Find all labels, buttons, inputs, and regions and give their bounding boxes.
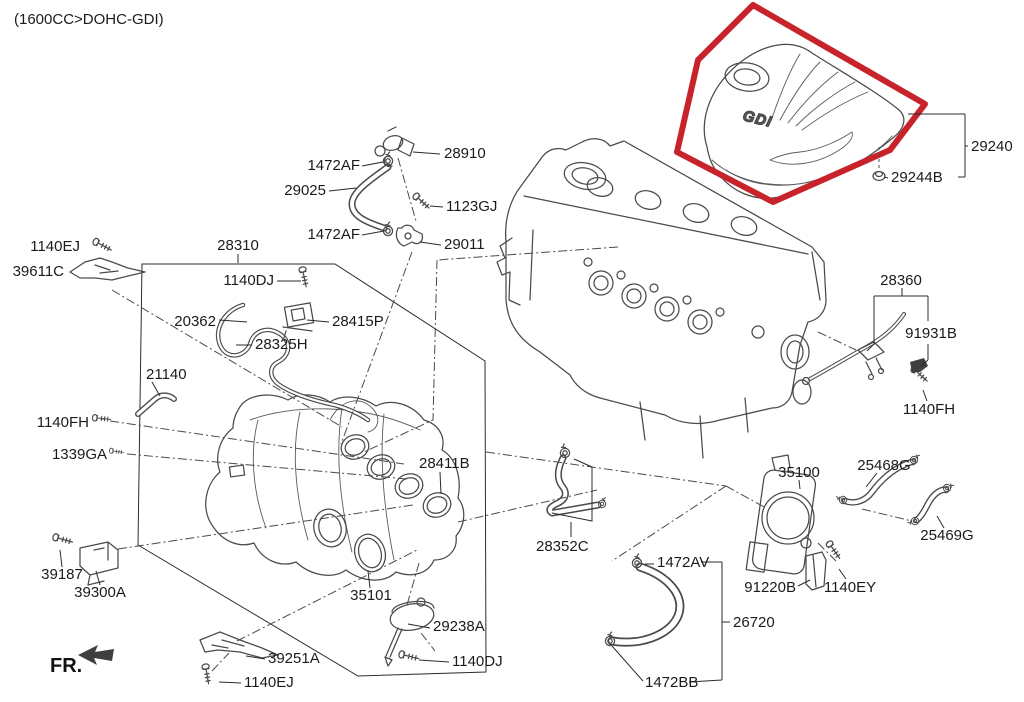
part-label-21140: 21140 (146, 366, 187, 383)
part-label-25468g: 25468G (857, 457, 910, 474)
part-label-29244b: 29244B (891, 169, 943, 186)
part-label-1123gj: 1123GJ (446, 198, 497, 215)
part-label-91931b: 91931B (905, 325, 957, 342)
part-label-28415p: 28415P (332, 313, 384, 330)
part-label-28360: 28360 (880, 272, 922, 289)
solenoid-28415p (282, 302, 315, 339)
front-arrow-icon (78, 645, 114, 665)
part-label-39611c: 39611C (13, 263, 65, 280)
bracket-91220b (805, 551, 827, 591)
part-label-1472af-a: 1472AF (307, 157, 360, 174)
actuator-29238a (384, 597, 435, 667)
part-label-1472av: 1472AV (657, 554, 709, 571)
throttle-body-35100 (745, 454, 817, 575)
part-label-35101: 35101 (350, 587, 392, 604)
highlight-outline (674, 2, 928, 205)
part-label-29238a: 29238A (433, 618, 485, 635)
valve-28910 (374, 126, 415, 168)
front-direction-marker: FR. (50, 645, 114, 677)
bolt-icon-39187 (51, 532, 75, 547)
part-label-1339ga: 1339GA (52, 446, 107, 463)
part-label-29025: 29025 (284, 182, 326, 199)
part-label-1140dj-a: 1140DJ (223, 272, 274, 289)
part-label-28325h: 28325H (255, 336, 308, 353)
part-label-1140ej-a: 1140EJ (30, 238, 80, 255)
bolt-icon-1140ej-b (200, 662, 213, 686)
bolt-icon-1140ey (824, 539, 844, 561)
oring-35101 (353, 533, 387, 573)
bracket-29011 (395, 224, 424, 247)
part-label-1472af-b: 1472AF (307, 226, 360, 243)
part-label-1140dj-b: 1140DJ (452, 653, 503, 670)
gasket-rings-28411b (340, 434, 452, 518)
part-label-39187: 39187 (41, 566, 83, 583)
fasteners (51, 191, 931, 686)
part-label-35100: 35100 (778, 464, 820, 481)
small-components (69, 126, 928, 659)
clip-91931b (910, 358, 928, 372)
part-label-39300a: 39300A (74, 584, 126, 601)
part-label-29240: 29240 (971, 138, 1013, 155)
part-label-29011: 29011 (444, 236, 485, 253)
part-label-1472bb: 1472BB (645, 674, 698, 691)
part-label-28352c: 28352C (536, 538, 589, 555)
intake-manifold-drawing (205, 394, 465, 581)
part-labels: (1600CC>DOHC-GDI) 28910 1472AF 29025 112… (13, 11, 1013, 691)
part-label-28910: 28910 (444, 145, 486, 162)
front-marker-label: FR. (50, 655, 82, 677)
bracket-39611c (69, 257, 146, 281)
bracket-39251a (199, 631, 279, 659)
part-label-26720: 26720 (733, 614, 775, 631)
assembly-lines (109, 147, 913, 672)
diagram-title: (1600CC>DOHC-GDI) (14, 11, 164, 28)
sensor-39300a (79, 541, 119, 586)
part-label-1140fh-a: 1140FH (37, 414, 89, 431)
bolt-icon-1140ej-a (91, 236, 114, 254)
bolt-icon-1123gj (411, 191, 433, 212)
bolt-icon-1140dj-b (397, 649, 421, 663)
assembly-box-28310 (137, 263, 487, 677)
part-label-28411b: 28411B (419, 455, 470, 472)
clamp-icon-1472av (631, 553, 643, 569)
bolt-icon-1140fh-a (91, 413, 112, 424)
hoses-and-pipes (135, 163, 950, 647)
bolt-icon-1339ga (108, 447, 125, 456)
part-label-28310: 28310 (217, 237, 259, 254)
engine-head-drawing (496, 138, 827, 459)
bolt-icon-1140dj-a (297, 265, 311, 289)
part-label-39251a: 39251A (268, 650, 320, 667)
part-label-1140fh-b: 1140FH (903, 401, 955, 418)
part-label-1140ey: 1140EY (824, 579, 876, 596)
engine-cover-badge: GDI (741, 107, 774, 131)
grommet-29244b (872, 170, 886, 182)
pipe-bracket-28360 (801, 341, 885, 386)
part-label-91220b: 91220B (744, 579, 796, 596)
leader-lines (59, 113, 968, 684)
part-label-25469g: 25469G (920, 527, 973, 544)
part-label-20362: 20362 (174, 313, 216, 330)
engine-cover-drawing: GDI (703, 43, 905, 199)
part-label-1140ej-b: 1140EJ (244, 674, 294, 691)
